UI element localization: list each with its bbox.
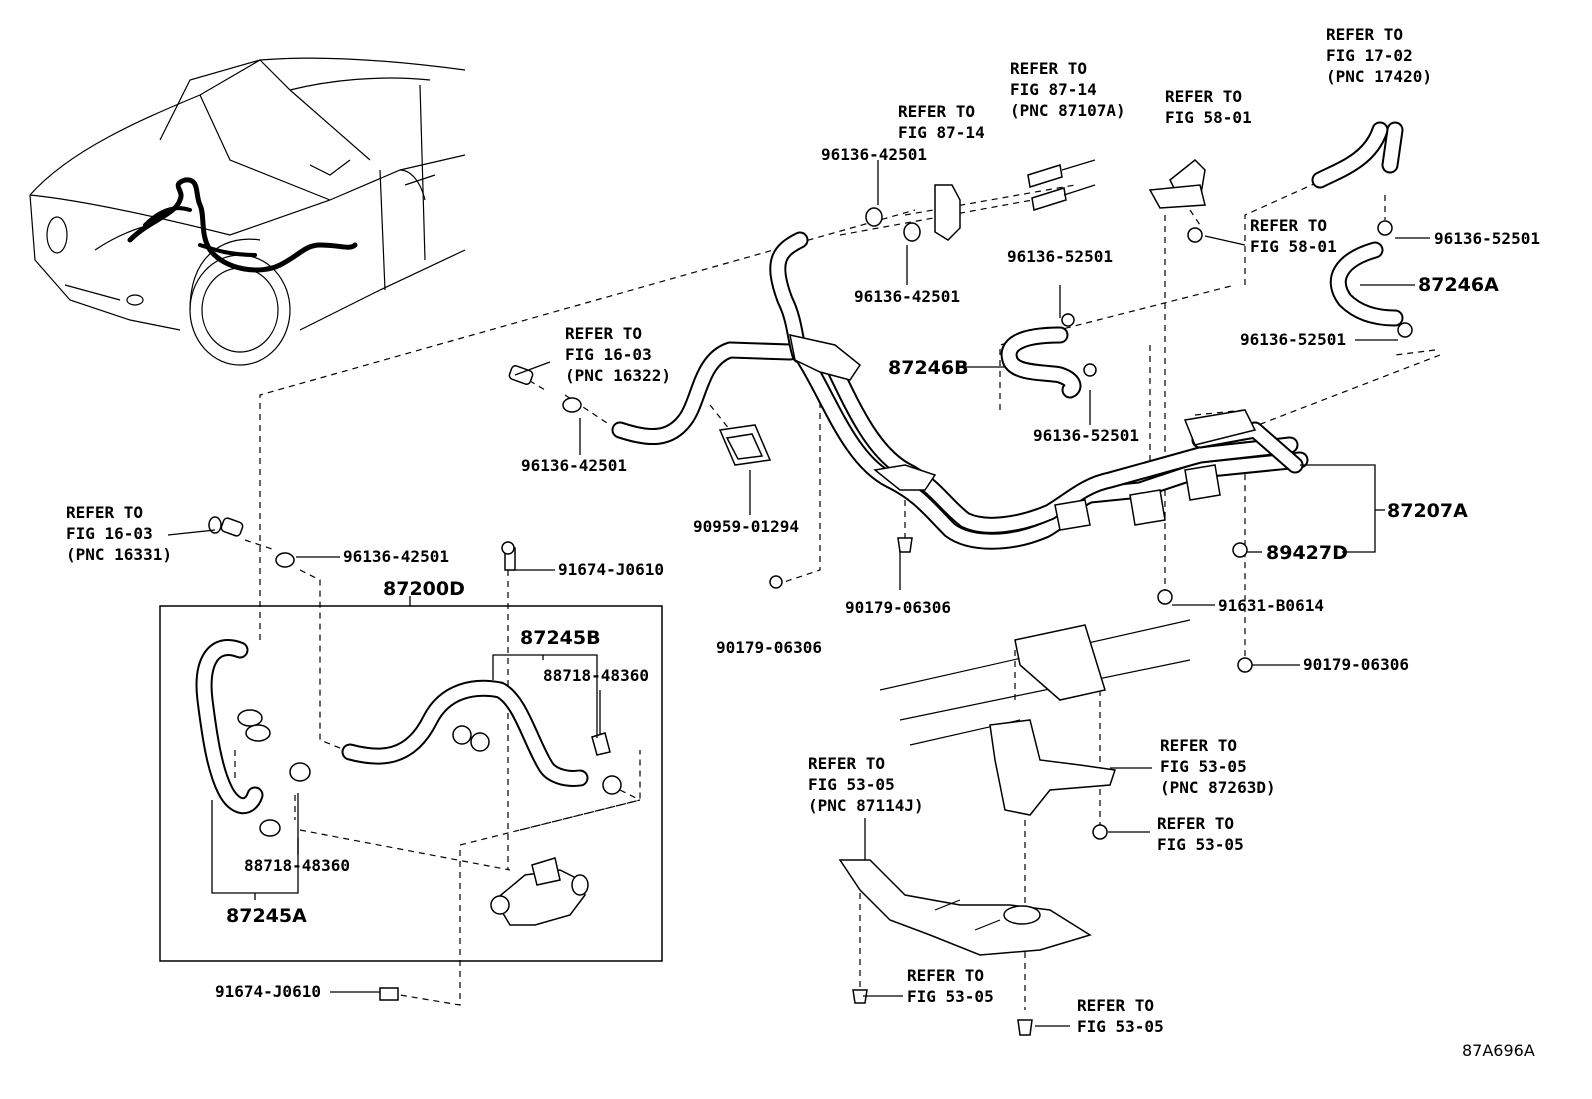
- part-87207a: 87207A: [1387, 500, 1468, 522]
- label-line: FIG 53-05: [907, 987, 994, 1006]
- under-floor-brackets: [838, 619, 1191, 956]
- label-line: FIG 53-05: [1157, 835, 1244, 854]
- part-91674-j0610: 91674-J0610: [558, 560, 664, 579]
- refer-fig-53-05-bolt-left: REFER TO FIG 53-05: [907, 966, 994, 1006]
- part-89427d: 89427D: [1266, 542, 1348, 564]
- label-line: REFER TO: [1157, 814, 1234, 833]
- part-87245a: 87245A: [226, 905, 307, 927]
- label-line: REFER TO: [898, 102, 975, 121]
- label-line: FIG 58-01: [1250, 237, 1337, 256]
- label-line: REFER TO: [808, 754, 885, 773]
- part-90179-06306: 90179-06306: [1303, 655, 1409, 674]
- label-line: (PNC 87107A): [1010, 101, 1126, 120]
- label-line: REFER TO: [1010, 59, 1087, 78]
- part-number-labels: 96136-42501 96136-42501 96136-42501 9613…: [215, 145, 1540, 1001]
- part-96136-42501: 96136-42501: [821, 145, 927, 164]
- part-90959-01294: 90959-01294: [693, 517, 799, 536]
- part-91631-b0614: 91631-B0614: [1218, 596, 1324, 615]
- refer-fig-53-05-pnc-87114j: REFER TO FIG 53-05 (PNC 87114J): [808, 754, 924, 815]
- part-88718-48360: 88718-48360: [543, 666, 649, 685]
- label-line: FIG 53-05: [1160, 757, 1247, 776]
- label-line: FIG 58-01: [1165, 108, 1252, 127]
- subassembly-87200d-box: [159, 605, 663, 962]
- label-line: FIG 17-02: [1326, 46, 1413, 65]
- label-line: REFER TO: [1077, 996, 1154, 1015]
- refer-fig-53-05-nut: REFER TO FIG 53-05: [1157, 814, 1244, 854]
- part-96136-42501: 96136-42501: [343, 547, 449, 566]
- label-line: FIG 87-14: [898, 123, 985, 142]
- refer-fig-16-03-pnc-16331: REFER TO FIG 16-03 (PNC 16331): [66, 503, 172, 564]
- diagram-code: 87A696A: [1462, 1041, 1535, 1060]
- label-line: (PNC 87263D): [1160, 778, 1276, 797]
- part-87246a: 87246A: [1418, 274, 1499, 296]
- label-line: FIG 53-05: [1077, 1017, 1164, 1036]
- part-90179-06306: 90179-06306: [716, 638, 822, 657]
- part-leader-lines: [167, 160, 1430, 1027]
- label-line: (PNC 16331): [66, 545, 172, 564]
- refer-to-labels: REFER TO FIG 87-14 (PNC 87107A) REFER TO FI…: [66, 25, 1432, 1036]
- part-96136-52501: 96136-52501: [1240, 330, 1346, 349]
- refer-fig-53-05-pnc-87263d: REFER TO FIG 53-05 (PNC 87263D): [1160, 736, 1276, 797]
- part-96136-52501: 96136-52501: [1033, 426, 1139, 445]
- label-line: REFER TO: [1326, 25, 1403, 44]
- hose-87246b: [1000, 326, 1082, 399]
- label-line: (PNC 17420): [1326, 67, 1432, 86]
- refer-fig-87-14-pnc-87107a: REFER TO FIG 87-14 (PNC 87107A): [1010, 59, 1126, 120]
- refer-fig-58-01-right: REFER TO FIG 58-01: [1250, 216, 1337, 256]
- label-line: FIG 16-03: [565, 345, 652, 364]
- main-hose-assembly-87207a: [611, 231, 1309, 550]
- label-line: (PNC 16322): [565, 366, 671, 385]
- part-90179-06306: 90179-06306: [845, 598, 951, 617]
- label-line: FIG 87-14: [1010, 80, 1097, 99]
- part-96136-42501: 96136-42501: [521, 456, 627, 475]
- label-line: REFER TO: [66, 503, 143, 522]
- hose-87246a: [1311, 121, 1404, 327]
- part-87246b: 87246B: [888, 357, 969, 379]
- part-96136-42501: 96136-42501: [854, 287, 960, 306]
- label-line: FIG 16-03: [66, 524, 153, 543]
- part-87200d: 87200D: [383, 578, 465, 600]
- refer-fig-53-05-bolt-right: REFER TO FIG 53-05: [1077, 996, 1164, 1036]
- dashed-reference-lines: [234, 169, 1441, 1010]
- part-96136-52501: 96136-52501: [1007, 247, 1113, 266]
- refer-fig-58-01-top: REFER TO FIG 58-01: [1165, 87, 1252, 127]
- label-line: (PNC 87114J): [808, 796, 924, 815]
- refer-fig-17-02: REFER TO FIG 17-02 (PNC 17420): [1326, 25, 1432, 86]
- part-96136-52501: 96136-52501: [1434, 229, 1540, 248]
- part-91674-j0610: 91674-J0610: [215, 982, 321, 1001]
- label-line: FIG 53-05: [808, 775, 895, 794]
- label-line: REFER TO: [1160, 736, 1237, 755]
- part-88718-48360: 88718-48360: [244, 856, 350, 875]
- vehicle-location-icon: [29, 57, 466, 366]
- label-line: REFER TO: [1250, 216, 1327, 235]
- part-87245b: 87245B: [520, 627, 601, 649]
- label-line: REFER TO: [565, 324, 642, 343]
- label-line: REFER TO: [1165, 87, 1242, 106]
- refer-fig-16-03-pnc-16322: REFER TO FIG 16-03 (PNC 16322): [565, 324, 671, 385]
- refer-fig-87-14: REFER TO FIG 87-14: [898, 102, 985, 142]
- label-line: REFER TO: [907, 966, 984, 985]
